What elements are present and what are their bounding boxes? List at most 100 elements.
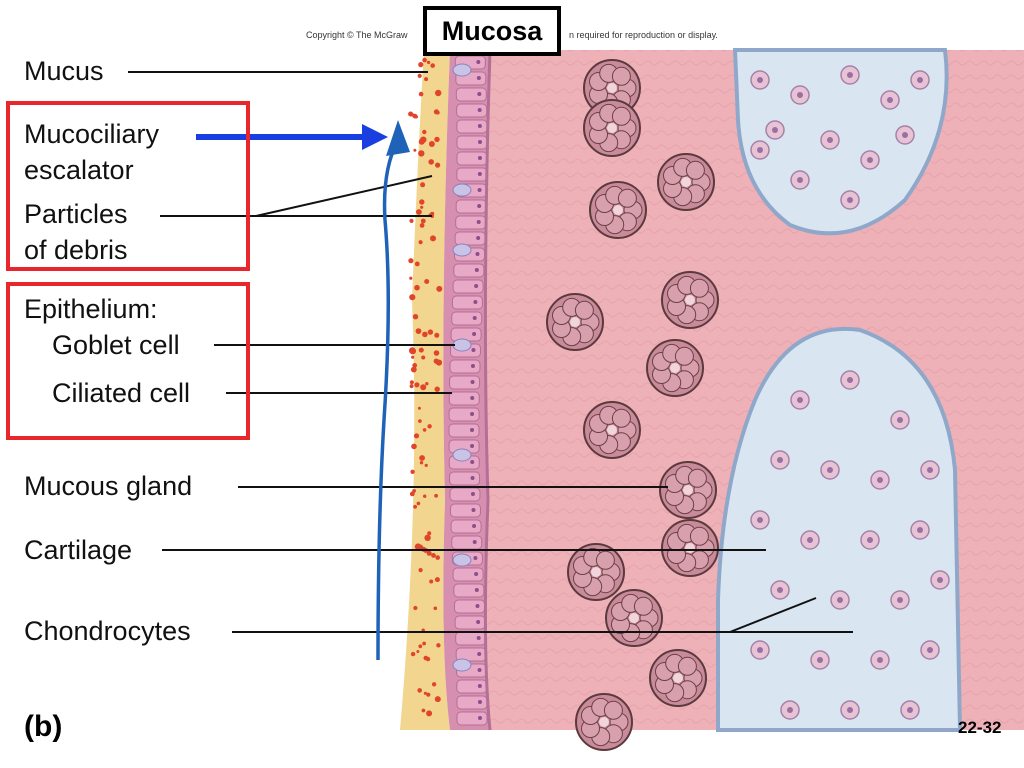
gland-lumen — [683, 485, 693, 495]
cell-nucleus — [474, 268, 479, 272]
cell-nucleus — [476, 220, 481, 224]
gland-lumen — [673, 673, 683, 683]
debris-particle — [434, 577, 440, 583]
debris-particle — [414, 382, 420, 388]
debris-particle — [434, 136, 440, 143]
debris-particle — [433, 350, 440, 356]
chondrocyte-nucleus — [887, 97, 893, 103]
gland-lumen — [607, 123, 617, 133]
chondrocyte-nucleus — [777, 587, 783, 593]
debris-particle — [418, 150, 425, 157]
debris-particle — [417, 73, 422, 78]
epithelial-cell — [453, 583, 485, 598]
cell-nucleus — [470, 460, 475, 464]
debris-particle — [428, 159, 435, 165]
label-particles-line2: of debris — [24, 235, 128, 265]
goblet-cell — [452, 658, 472, 672]
chondrocyte-nucleus — [902, 132, 908, 138]
epithelial-cell — [452, 279, 484, 294]
cell-nucleus — [475, 252, 480, 256]
debris-particle — [428, 711, 432, 716]
debris-particle — [408, 258, 414, 264]
gland-lumen — [591, 567, 601, 577]
gland-lumen — [681, 177, 691, 187]
cell-nucleus — [475, 604, 480, 608]
label-cartilage: Cartilage — [24, 535, 133, 565]
chondrocyte-nucleus — [797, 92, 803, 98]
debris-particle — [435, 89, 442, 97]
goblet-cell — [452, 553, 472, 567]
debris-particle — [426, 60, 431, 65]
cell-nucleus — [476, 76, 481, 80]
debris-particle — [418, 240, 423, 245]
chondrocyte-nucleus — [827, 467, 833, 473]
epithelial-cell — [448, 391, 480, 406]
debris-particle — [421, 708, 426, 713]
mucus-flow-arrow — [376, 139, 400, 661]
epithelial-cell — [454, 231, 486, 246]
debris-particle — [422, 57, 427, 63]
debris-particle — [413, 148, 417, 152]
chondrocyte-nucleus — [797, 397, 803, 403]
debris-particle — [431, 553, 436, 558]
debris-particle — [422, 641, 426, 646]
debris-particle — [416, 501, 421, 506]
cell-nucleus — [473, 300, 478, 304]
chondrocyte-nucleus — [907, 707, 913, 713]
goblet-cell — [452, 243, 472, 257]
cell-nucleus — [472, 332, 477, 336]
cell-nucleus — [470, 428, 474, 432]
debris-particle — [434, 696, 441, 703]
gland-lumen — [613, 205, 623, 215]
cell-nucleus — [472, 524, 477, 528]
debris-particle — [434, 493, 438, 498]
gland-cell — [677, 656, 697, 676]
epithelial-cell — [449, 375, 481, 390]
chondrocyte-nucleus — [927, 647, 933, 653]
chondrocyte-nucleus — [847, 377, 853, 383]
chondrocyte-nucleus — [807, 537, 813, 543]
epithelial-cell — [456, 151, 488, 166]
slide-number: 22-32 — [958, 718, 1002, 737]
epithelial-cell — [456, 695, 488, 710]
label-mucous-gland: Mucous gland — [24, 471, 193, 501]
debris-particle — [424, 77, 429, 82]
cell-nucleus — [472, 316, 477, 320]
goblet-cell — [452, 183, 472, 197]
gland-cell — [633, 596, 653, 616]
chondrocyte-nucleus — [937, 577, 943, 583]
chondrocyte-nucleus — [757, 647, 763, 653]
debris-particle — [427, 424, 432, 429]
debris-particle — [420, 205, 424, 209]
epithelial-cell — [456, 135, 488, 150]
debris-particle — [428, 141, 435, 147]
debris-particle — [417, 406, 421, 410]
debris-particle — [430, 211, 435, 216]
label-mucus: Mucus — [24, 56, 104, 86]
chondrocyte-nucleus — [847, 197, 853, 203]
debris-particle — [413, 504, 417, 509]
debris-particle — [418, 62, 424, 68]
epithelial-cell — [456, 679, 488, 694]
cell-nucleus — [473, 556, 478, 560]
debris-particle — [412, 314, 419, 320]
gland-cell — [611, 66, 631, 86]
cell-nucleus — [476, 636, 481, 640]
cell-nucleus — [474, 284, 479, 288]
cell-nucleus — [477, 124, 482, 128]
gland-cell — [674, 346, 694, 366]
debris-particle — [411, 355, 415, 359]
chondrocyte-nucleus — [917, 527, 923, 533]
chondrocyte-nucleus — [772, 127, 778, 133]
section-title: Mucosa — [423, 6, 561, 56]
epithelial-cell — [450, 519, 482, 534]
gland-cell — [603, 700, 623, 720]
debris-particle — [420, 182, 426, 188]
goblet-cell — [452, 448, 472, 462]
debris-particle — [419, 199, 425, 205]
cell-nucleus — [472, 540, 477, 544]
debris-particle — [423, 691, 427, 695]
debris-particle — [431, 682, 437, 687]
highlight-box-escalator — [6, 101, 250, 271]
